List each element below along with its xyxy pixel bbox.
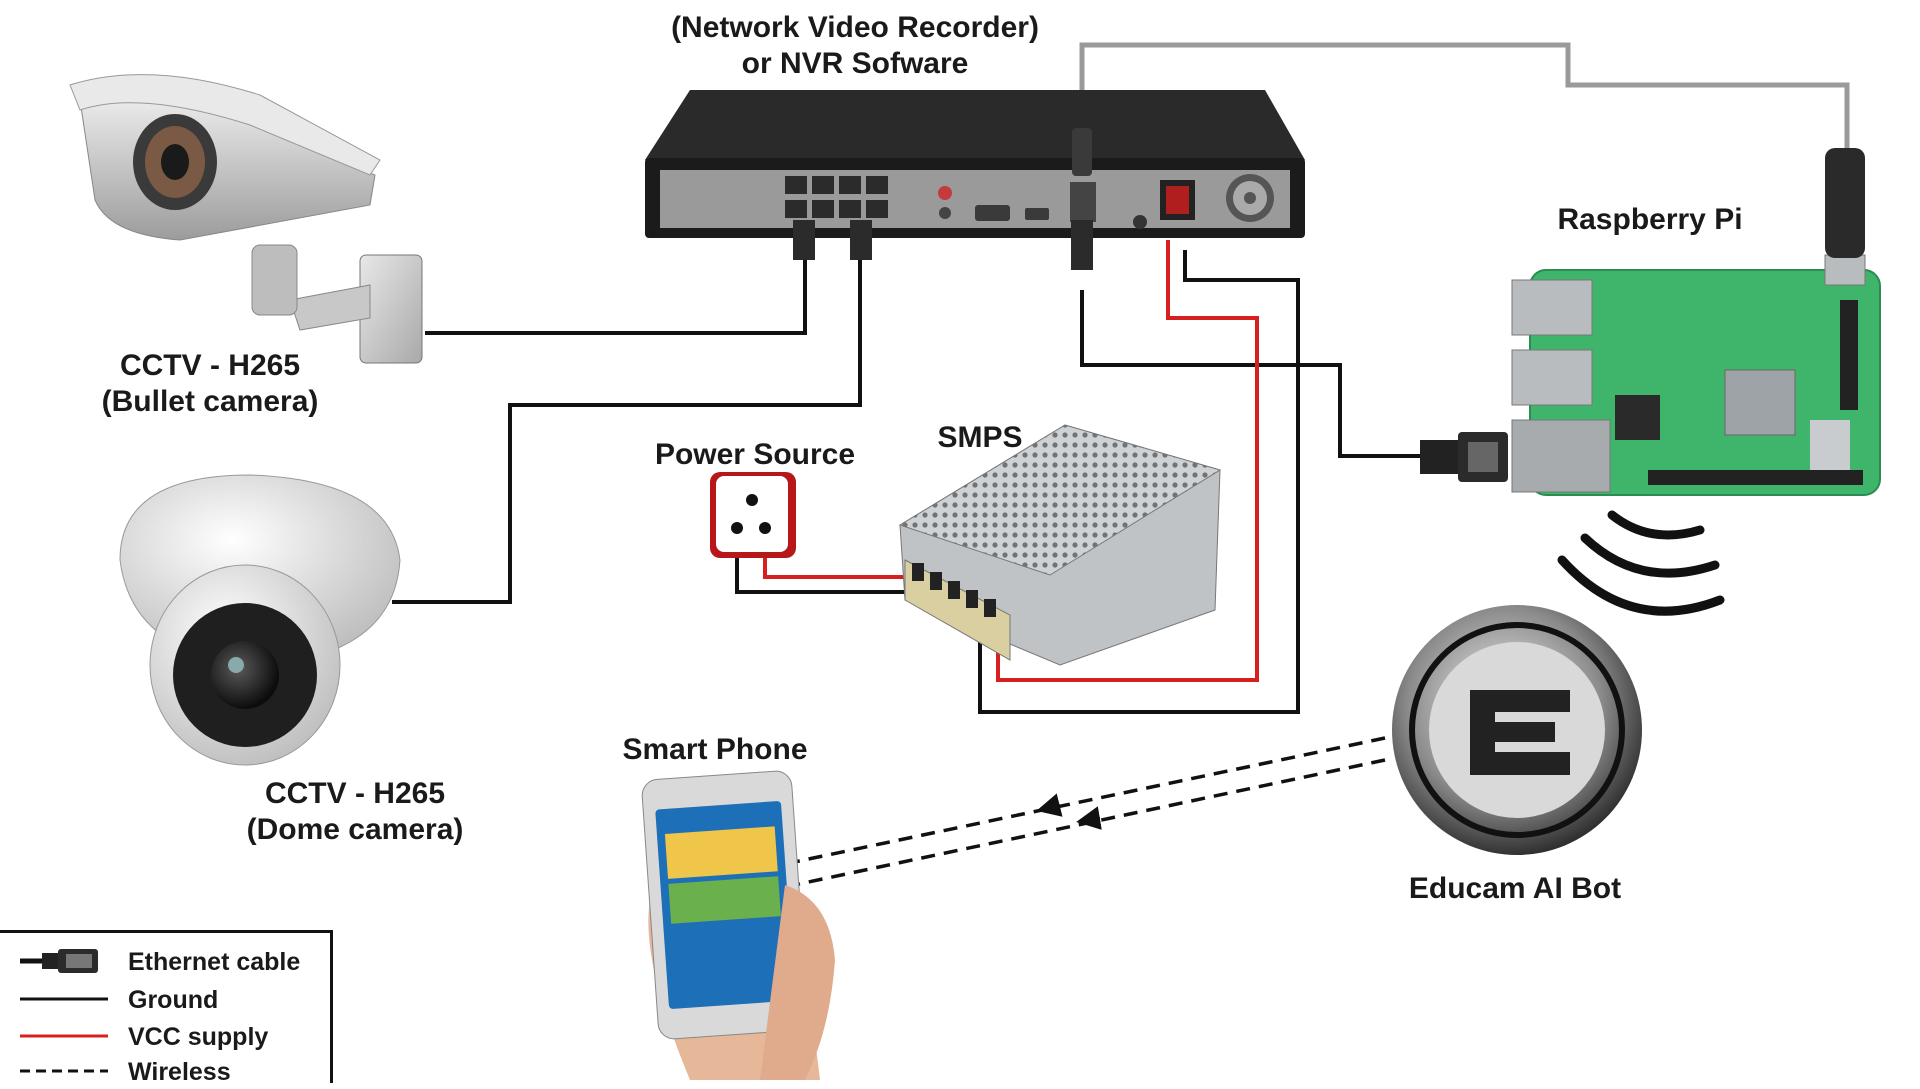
raspberry-pi-board-icon (1511, 148, 1881, 496)
wireless-links (779, 736, 1386, 890)
wireless-line-icon (20, 1069, 108, 1073)
legend-wireless-label: Wireless (128, 1058, 231, 1086)
power-socket-icon (710, 472, 796, 558)
ethernet-cable-icon (20, 949, 98, 973)
vcc-line-icon (20, 1034, 108, 1038)
ground-wires (392, 250, 1420, 714)
smps-label: SMPS (937, 421, 1023, 454)
educam-label: Educam AI Bot (1408, 872, 1622, 905)
wireless-arrow-1 (1036, 793, 1063, 817)
dome-camera-label-line1: CCTV - H265 (264, 777, 446, 810)
nvr-vcc-wire (996, 240, 1259, 682)
smps-ground-wire (978, 250, 1300, 714)
nvr-device-icon (645, 90, 1305, 270)
pi-ethernet-plug-icon (1420, 432, 1508, 482)
legend-vcc-label: VCC supply (128, 1023, 269, 1051)
nvr-title-line2: or NVR Sofware (741, 47, 969, 80)
smart-phone-label: Smart Phone (622, 733, 808, 766)
dome-camera-icon (119, 474, 401, 766)
legend-ethernet-label: Ethernet cable (128, 948, 301, 976)
nvr-lan-ports (785, 176, 888, 218)
bullet-camera-label-line2: (Bullet camera) (101, 385, 319, 418)
legend-row-wireless: Wireless (0, 1055, 320, 1089)
legend-row-ethernet: Ethernet cable (0, 945, 320, 979)
smartphone-icon (641, 770, 835, 1080)
dome-camera-label-line2: (Dome camera) (246, 813, 464, 846)
nvr-title-line1: (Network Video Recorder) (671, 11, 1039, 44)
bullet-camera-icon (69, 74, 423, 364)
nvr-pi-ethernet-wire (1080, 290, 1420, 458)
legend-row-vcc: VCC supply (0, 1020, 320, 1054)
dome-ethernet-wire (392, 250, 862, 604)
wireless-link-upper (779, 736, 1386, 867)
educam-logo-icon (1392, 605, 1642, 855)
legend: Ethernet cable Ground VCC supply Wireles… (0, 930, 333, 1086)
bullet-ethernet-wire (425, 250, 807, 335)
smps-terminals (912, 563, 996, 617)
usb-cable (1079, 42, 1850, 148)
bullet-camera-label-line1: CCTV - H265 (119, 349, 301, 382)
legend-row-ground: Ground (0, 983, 320, 1017)
wireless-signal-icon (1557, 510, 1725, 616)
power-source-label: Power Source (654, 438, 856, 471)
raspberry-pi-label: Raspberry Pi (1557, 203, 1743, 236)
wireless-arrow-2 (1076, 806, 1102, 830)
wireless-link-lower (779, 758, 1386, 890)
smps-unit-icon (898, 424, 1222, 666)
legend-ground-label: Ground (128, 986, 219, 1014)
ground-line-icon (20, 997, 108, 1001)
